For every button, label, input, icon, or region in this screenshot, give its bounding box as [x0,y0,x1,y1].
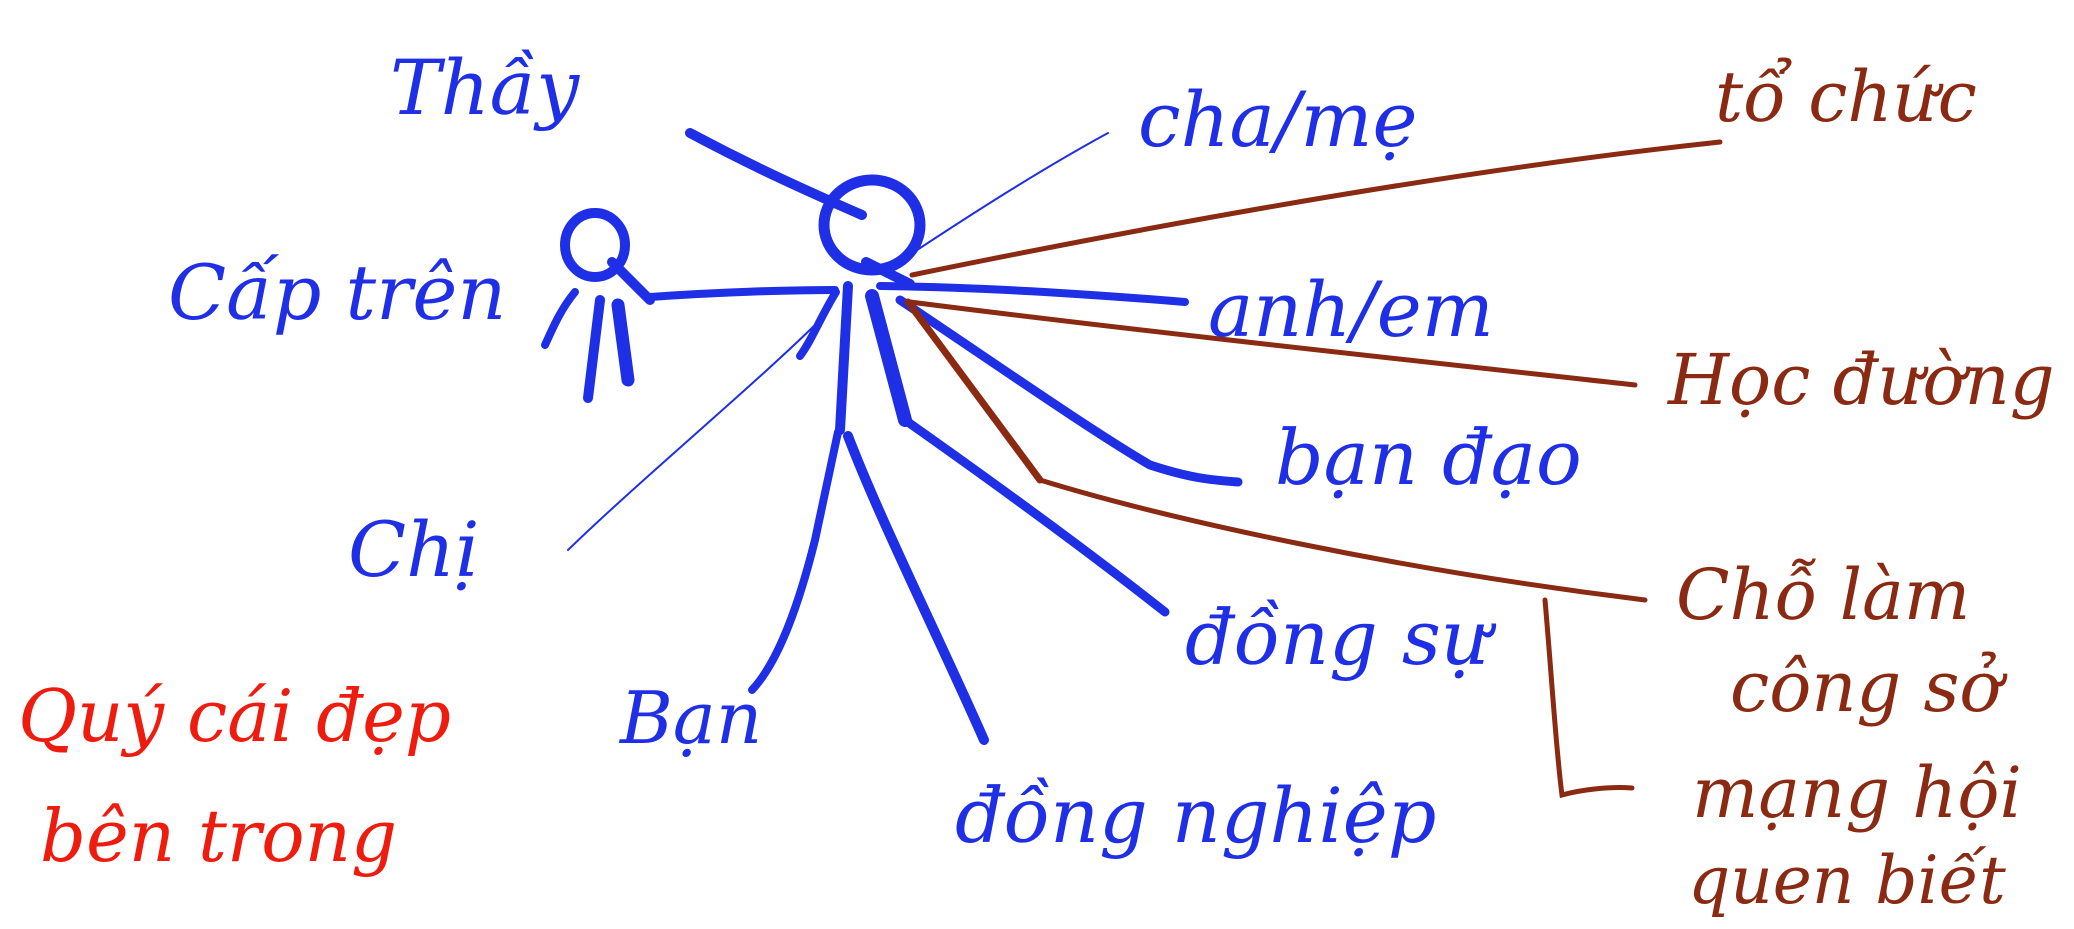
label-anh-em: anh/em [1208,265,1494,354]
superior-figure-head [560,208,630,282]
superior-figure-neck [607,257,655,305]
label-hoc-duong: Học đường [1668,339,2055,421]
label-ban: Bạn [620,676,763,760]
central-person-figure [748,174,989,745]
superior-figure [541,208,655,403]
label-cha-me: cha/mẹ [1138,75,1418,164]
label-chi: Chị [348,505,480,594]
central-person-neck [861,257,915,289]
label-thay: Thầy [390,43,580,132]
label-dong-su: đồng sự [1185,593,1490,682]
note-line-2: bên trong [40,794,398,878]
connector-mang-hoi-bracket [1542,597,1635,799]
connector-cap-tren [646,286,839,301]
brown-connectors [904,139,1723,799]
superior-figure-body [583,295,605,403]
central-person-left-leg [748,428,842,694]
blue-connectors [567,128,1243,617]
connector-anh-em [876,282,1189,306]
connector-dong-su [900,415,1170,617]
connector-chi [567,319,821,551]
label-cap-tren: Cấp trên [168,248,507,337]
central-person-body [835,281,853,435]
connector-ban-dao [895,295,1243,487]
label-mang-hoi: mạng hội [1692,752,2022,834]
connector-thay [685,128,867,220]
connector-to-chuc [909,139,1723,278]
label-ban-dao: bạn đạo [1275,413,1582,502]
label-quen-biet: quen biết [1688,842,2006,919]
connector-cho-lam-diagonal [904,298,1044,484]
central-person-left-leg-lower [843,431,989,745]
label-cho-lam: Chỗ làm [1676,554,1971,636]
superior-figure-arm [541,288,579,349]
connector-hoc-duong [907,299,1638,388]
central-person-arm [796,288,840,360]
connector-cho-lam [1037,477,1648,603]
superior-figure-leg [611,298,635,387]
central-person-right-leg [865,289,912,427]
connector-cha-me [904,132,1109,259]
label-dong-nghiep: đồng nghiệp [955,771,1437,860]
label-cong-so: công sở [1730,646,2002,728]
label-to-chuc: tổ chức [1715,56,1977,138]
note-line-1: Quý cái đẹp [18,674,451,758]
